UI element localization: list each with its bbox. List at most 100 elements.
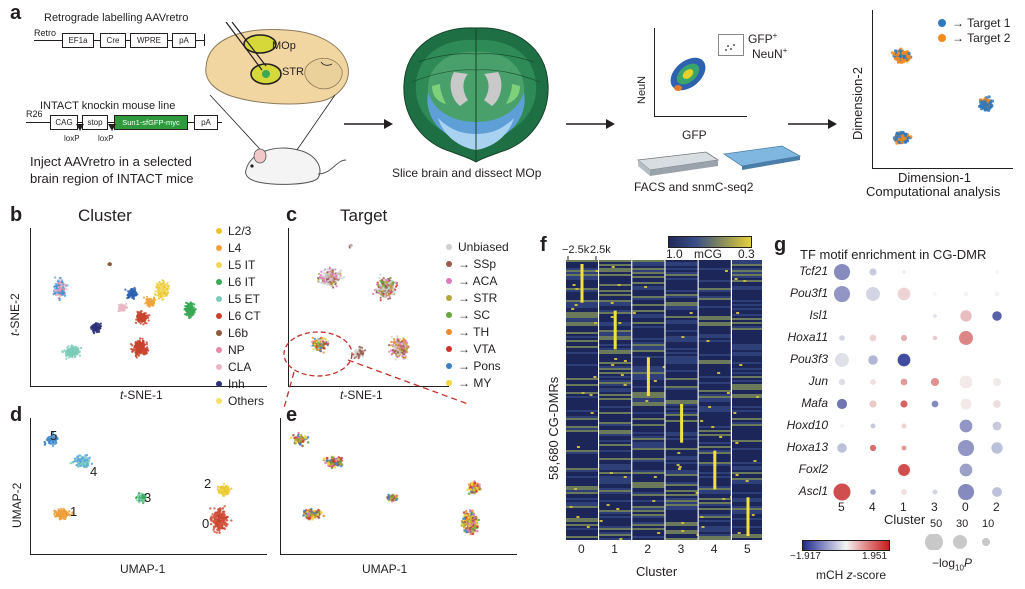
sagittal-brain-illustration	[205, 22, 349, 105]
umap-cluster-5: 5	[50, 428, 58, 443]
target2-cluster	[890, 47, 913, 65]
dot-hoxd10-c4	[870, 423, 876, 429]
dotplot-column-label-3: 3	[931, 500, 938, 514]
legend-swatch	[446, 379, 452, 386]
inject-text-line1: Inject AAVretro in a selected	[30, 154, 192, 169]
heatmap-column-3	[665, 260, 700, 540]
region-label-mop: MOp	[272, 40, 296, 52]
legend-swatch	[446, 362, 452, 369]
dot-foxl2-c0	[959, 463, 973, 477]
arrow-to-facs	[566, 119, 615, 129]
cluster-l4	[142, 295, 157, 308]
dot-mafa-c2	[993, 400, 1001, 408]
umap-d-xlabel: UMAP-1	[120, 562, 166, 576]
facs-axes	[654, 28, 747, 117]
dot-tcf21-c4	[869, 268, 877, 276]
dot-hoxa13-c4	[869, 444, 877, 452]
dot-hoxd10-c2	[992, 421, 1002, 431]
legend-label: → SSp	[458, 256, 497, 271]
umap-cluster-1-points	[53, 507, 74, 521]
legend-swatch	[216, 278, 222, 285]
dotplot-column-label-4: 4	[869, 500, 876, 514]
motif-label-foxl2: Foxl2	[798, 462, 828, 476]
umap-e-scatter	[289, 431, 482, 536]
motif-label-isl1: Isl1	[809, 308, 828, 322]
panel-b-title: Cluster	[78, 206, 132, 225]
zoom-highlight	[283, 331, 469, 409]
dot-jun-c3	[930, 377, 940, 387]
legend-swatch	[216, 363, 222, 370]
legend-label: Inh	[228, 376, 245, 391]
heatmap-column-2	[632, 260, 666, 540]
legend-swatch	[216, 244, 222, 251]
heatmap-column-label-2: 2	[644, 542, 652, 556]
legend-swatch	[216, 312, 222, 319]
legend-swatch	[446, 260, 452, 267]
motif-label-pou3f1: Pou3f1	[789, 286, 828, 300]
dot-pou3f1-c3	[933, 292, 937, 296]
cluster-blue	[124, 286, 139, 300]
umap-cluster-3-points	[135, 492, 147, 505]
region-label-str: STR	[282, 66, 304, 78]
retro-box-pa: pA	[172, 33, 196, 48]
dot-hoxa13-c1	[901, 445, 907, 451]
dot-ascl1-c2	[992, 487, 1002, 497]
dot-mafa-c0	[960, 398, 972, 410]
heatmap-column-label-4: 4	[710, 542, 718, 556]
legend-swatch	[446, 277, 452, 284]
heatmap-column-label-1: 1	[611, 542, 618, 556]
legend-label: L6 IT	[228, 274, 256, 289]
size-legend-dot-50	[925, 534, 943, 550]
mixed-cluster	[892, 130, 913, 145]
dot-pou3f3-c4	[868, 355, 878, 365]
umap-cluster-4: 4	[90, 464, 98, 479]
legend-swatch	[216, 295, 222, 302]
heatmap-tick-right: 2.5k	[590, 244, 611, 256]
dot-jun-c2	[992, 377, 1002, 387]
legend-item: → VTA	[446, 340, 509, 357]
size-legend-value-30: 30	[956, 518, 969, 530]
intact-box-stop: stop	[82, 115, 108, 130]
dotplot-column-label-0: 0	[962, 500, 969, 514]
dot-hoxd10-c1	[901, 423, 907, 429]
dotplot-column-label-1: 1	[900, 500, 907, 514]
target1-cluster	[978, 95, 994, 112]
retro-title: Retrograde labelling AAVretro	[44, 12, 189, 24]
cluster-l5-et	[61, 344, 83, 360]
gate-label-neun: NeuN+	[752, 46, 788, 61]
panel-label-b: b	[10, 204, 23, 226]
motif-dotplot	[833, 263, 1003, 501]
dot-hoxa11-c1	[900, 334, 908, 342]
dot-jun-c4	[870, 379, 876, 385]
legend-item: L6b	[216, 324, 264, 341]
mcg-colorbar-label: mCG	[694, 247, 722, 261]
panel-c-title: Target	[340, 206, 388, 225]
legend-swatch	[216, 261, 222, 268]
heatmap-column-5	[732, 260, 762, 540]
legend-label: → SC	[458, 307, 491, 322]
tsne-c-axes	[288, 228, 449, 387]
umap-cluster-4-points	[69, 454, 94, 469]
legend-item: → TH	[446, 323, 509, 340]
legend-item: L2/3	[216, 222, 264, 239]
facs-instrument-illustration	[637, 145, 802, 176]
mcg-colorbar	[668, 236, 752, 248]
umap-d-ylabel: UMAP-2	[10, 482, 24, 528]
dot-ascl1-c1	[901, 489, 907, 495]
dot-hoxa11-c5	[839, 335, 845, 341]
legend-item: L6 CT	[216, 307, 264, 324]
dmr-heatmap	[566, 260, 762, 540]
legend-swatch	[216, 380, 222, 387]
dot-hoxa13-c5	[837, 443, 847, 453]
coronal-brain-illustration	[403, 27, 549, 163]
tsne-b-xlabel: t-SNE-1	[120, 388, 163, 402]
intact-prefix: R26	[26, 109, 43, 119]
legend-item: → STR	[446, 289, 509, 306]
legend-swatch	[446, 328, 452, 335]
legend-swatch	[446, 294, 452, 301]
legend-label: Others	[228, 393, 265, 408]
legend-item: → MY	[446, 374, 509, 391]
cluster-cla-mid	[117, 302, 128, 313]
